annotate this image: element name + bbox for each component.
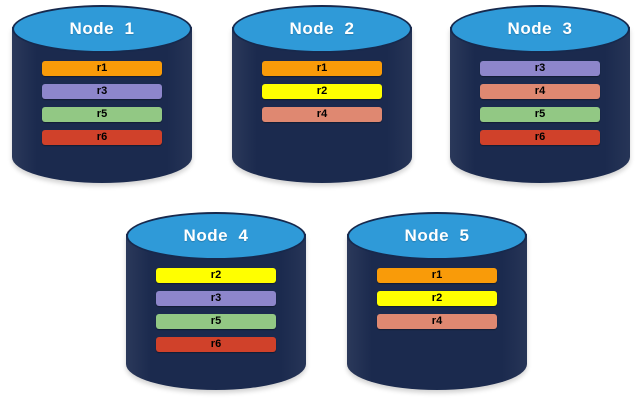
replica-stack: r1 r2 r4 — [377, 268, 497, 329]
database-node-2[interactable]: Node 2 r1 r2 r4 — [232, 5, 412, 183]
replica-bar-r2[interactable]: r2 — [377, 291, 497, 306]
replica-bar-r5[interactable]: r5 — [480, 107, 600, 122]
replica-bar-r3[interactable]: r3 — [42, 84, 162, 99]
node-label: Node 1 — [69, 19, 135, 38]
replica-stack: r1 r2 r4 — [262, 61, 382, 122]
node-cylinder-body — [450, 27, 630, 183]
replica-stack: r2 r3 r5 r6 — [156, 268, 276, 352]
database-node-4[interactable]: Node 4 r2 r3 r5 r6 — [126, 212, 306, 390]
replica-bar-r4[interactable]: r4 — [377, 314, 497, 329]
node-cylinder-top — [232, 5, 412, 53]
node-cylinder-top — [126, 212, 306, 260]
node-cylinder-top — [12, 5, 192, 53]
database-node-1[interactable]: Node 1 r1 r3 r5 r6 — [12, 5, 192, 183]
node-cylinder-top — [347, 212, 527, 260]
replica-bar-r4[interactable]: r4 — [262, 107, 382, 122]
replica-bar-r6[interactable]: r6 — [480, 130, 600, 145]
replica-stack: r1 r3 r5 r6 — [42, 61, 162, 145]
node-label: Node 3 — [507, 19, 573, 38]
replica-bar-r6[interactable]: r6 — [42, 130, 162, 145]
node-cylinder-top — [450, 5, 630, 53]
replica-bar-r3[interactable]: r3 — [156, 291, 276, 306]
replica-bar-r1[interactable]: r1 — [42, 61, 162, 76]
node-cylinder-body — [347, 234, 527, 390]
replica-bar-r6[interactable]: r6 — [156, 337, 276, 352]
replica-bar-r3[interactable]: r3 — [480, 61, 600, 76]
replica-bar-r2[interactable]: r2 — [262, 84, 382, 99]
replica-bar-r5[interactable]: r5 — [156, 314, 276, 329]
node-label: Node 2 — [289, 19, 355, 38]
database-node-5[interactable]: Node 5 r1 r2 r4 — [347, 212, 527, 390]
replica-bar-r1[interactable]: r1 — [377, 268, 497, 283]
node-label: Node 5 — [404, 226, 470, 245]
replica-bar-r1[interactable]: r1 — [262, 61, 382, 76]
node-cylinder-body — [126, 234, 306, 390]
replica-bar-r4[interactable]: r4 — [480, 84, 600, 99]
node-label: Node 4 — [183, 226, 249, 245]
node-cylinder-body — [12, 27, 192, 183]
database-node-3[interactable]: Node 3 r3 r4 r5 r6 — [450, 5, 630, 183]
node-cylinder-body — [232, 27, 412, 183]
replica-bar-r5[interactable]: r5 — [42, 107, 162, 122]
replica-bar-r2[interactable]: r2 — [156, 268, 276, 283]
replica-stack: r3 r4 r5 r6 — [480, 61, 600, 145]
